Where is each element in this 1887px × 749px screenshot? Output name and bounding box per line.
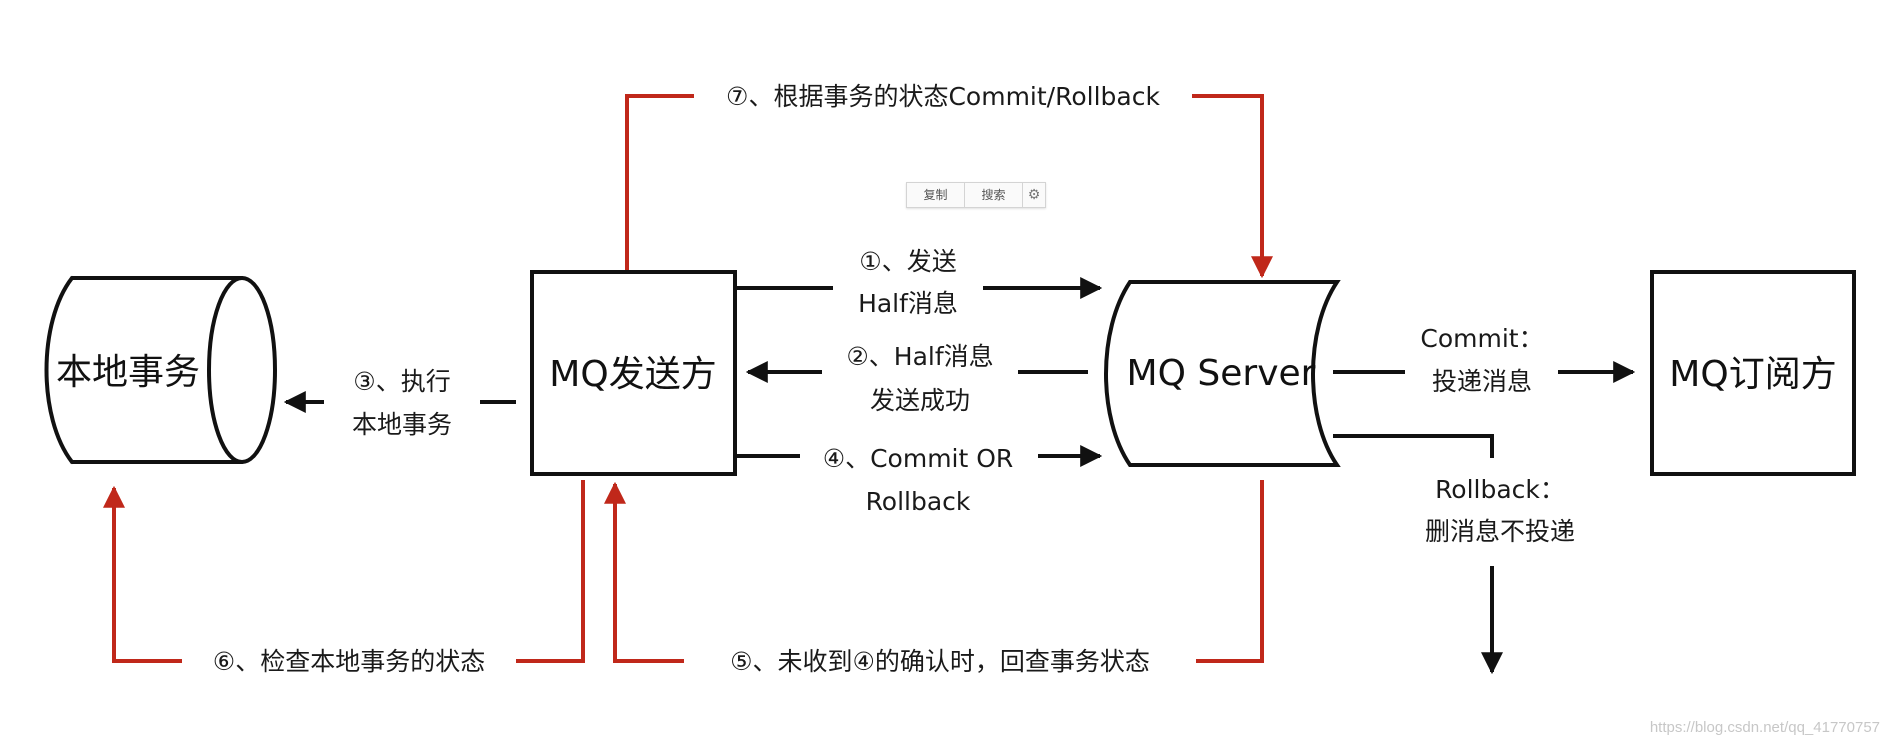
arrow-step5-b <box>604 481 684 663</box>
cylinder-cap <box>207 276 277 464</box>
producer-node <box>530 270 737 476</box>
copy-button[interactable]: 复制 <box>907 183 965 207</box>
local-transaction-node <box>44 276 277 464</box>
cylinder-body <box>44 276 244 464</box>
rollback-label-line2: 删消息不投递 <box>1425 517 1575 546</box>
subscriber-node <box>1650 270 1856 476</box>
step4-label-line1: ④、Commit OR <box>823 444 1014 473</box>
step1-label-line2: Half消息 <box>858 289 958 318</box>
arrow-step7-b <box>1192 94 1273 279</box>
step6-label: ⑥、检查本地事务的状态 <box>213 647 485 676</box>
commit-label-line2: 投递消息 <box>1432 367 1532 396</box>
watermark: https://blog.csdn.net/qq_41770757 <box>1650 719 1880 736</box>
arrow-step7-a <box>625 94 694 270</box>
floating-toolbar: 复制 搜索 ⚙ <box>906 182 1046 208</box>
subscriber-label: MQ订阅方 <box>1669 354 1836 395</box>
producer-label: MQ发送方 <box>549 354 716 395</box>
server-node <box>1104 280 1341 467</box>
arrow-step6-b <box>103 485 182 663</box>
step3-label-line1: ③、执行 <box>353 367 450 396</box>
step2-label-line1: ②、Half消息 <box>846 342 993 371</box>
local-tx-label: 本地事务 <box>56 352 200 393</box>
step2-label-line2: 发送成功 <box>870 386 970 415</box>
step3-label-line2: 本地事务 <box>352 410 452 439</box>
step7-label: ⑦、根据事务的状态Commit/Rollback <box>726 82 1160 111</box>
rollback-label-line1: Rollback： <box>1435 475 1565 504</box>
step4-label-line2: Rollback <box>866 487 971 516</box>
arrow-rollback-delete-a <box>1333 434 1494 458</box>
arrow-step5-a <box>1196 480 1264 663</box>
search-button[interactable]: 搜索 <box>965 183 1023 207</box>
commit-label-line1: Commit： <box>1420 324 1543 353</box>
server-label: MQ Server <box>1127 353 1316 394</box>
step1-label-line1: ①、发送 <box>859 247 956 276</box>
step5-label: ⑤、未收到④的确认时，回查事务状态 <box>730 647 1150 676</box>
gear-icon[interactable]: ⚙ <box>1027 187 1041 203</box>
arrow-step6-a <box>516 480 585 663</box>
